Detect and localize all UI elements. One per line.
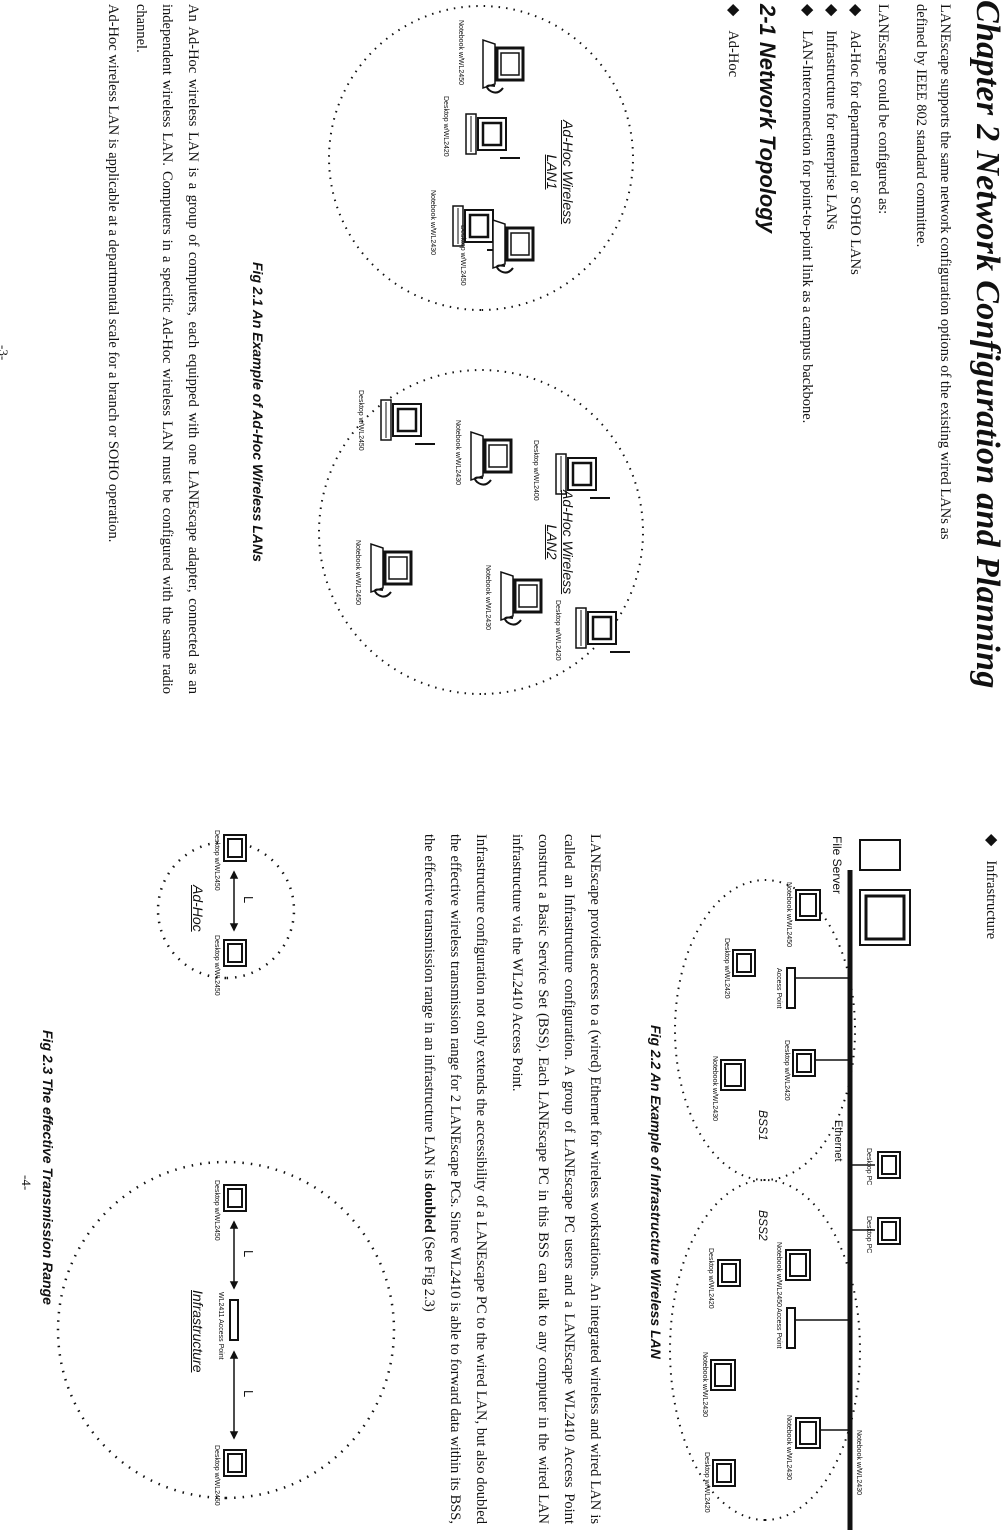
infra-paragraph-2: Infrastructure configuration not only ex… bbox=[416, 834, 494, 1524]
lan1-label: Desktop w/WL2450 bbox=[459, 225, 466, 286]
lan2-label: Notebook w/WL2430 bbox=[454, 420, 461, 485]
fig-2-3-graphic bbox=[96, 830, 366, 1530]
ethernet-label: Ethernet bbox=[832, 1120, 844, 1162]
fig2-label: Access Point bbox=[775, 1308, 782, 1348]
lan1-label: Notebook w/WL2450 bbox=[457, 20, 464, 85]
chapter-title: Chapter 2 Network Configuration and Plan… bbox=[968, 0, 1006, 689]
fig3-infrastructure-title: Infrastructure bbox=[190, 1290, 206, 1372]
fig-2-3-diagram: L L L Ad-Hoc Infrastructure Desktop w/WL… bbox=[96, 830, 366, 1530]
bss1-label: BSS1 bbox=[756, 1110, 770, 1141]
fig2-label: Notebook w/WL2450 bbox=[785, 882, 792, 947]
subsection-adhoc: ◆Ad-Hoc bbox=[724, 4, 744, 77]
fig3-label: Desktop w/WL2450 bbox=[213, 1180, 220, 1241]
file-server-label: File Server bbox=[830, 836, 844, 894]
lan1-label: Desktop w/WL2420 bbox=[442, 96, 449, 157]
page-4: ◆ Infrastructure bbox=[0, 830, 1006, 1530]
desktop-icon bbox=[466, 114, 520, 158]
fig-2-2-graphic bbox=[675, 830, 970, 1530]
range-marker: L bbox=[241, 1390, 256, 1397]
fig2-label: Notebook w/WL2450 bbox=[775, 1242, 782, 1307]
lan2-label: Desktop w/WL2450 bbox=[357, 390, 364, 451]
adhoc-paragraph: An Ad-Hoc wireless LAN is a group of com… bbox=[128, 4, 206, 694]
bss2-label: BSS2 bbox=[756, 1210, 770, 1241]
lan2-label: Desktop w/WL2420 bbox=[554, 600, 561, 661]
notebook-icon bbox=[471, 432, 511, 485]
desktop-icon bbox=[576, 608, 630, 652]
notebook-icon bbox=[493, 220, 533, 273]
file-server-icon bbox=[860, 840, 900, 870]
fig2-label: Desktop PC bbox=[865, 1216, 872, 1253]
fig3-adhoc-title: Ad-Hoc bbox=[190, 885, 206, 932]
config-item-infrastructure: ◆Infrastructure for enterprise LANs bbox=[822, 4, 842, 230]
notebook-icon bbox=[483, 40, 523, 93]
intro-line-1: LANEscape supports the same network conf… bbox=[932, 4, 958, 540]
fig2-label: Notebook w/WL2430 bbox=[855, 1430, 862, 1495]
range-marker: L bbox=[241, 1250, 256, 1257]
page-3: Chapter 2 Network Configuration and Plan… bbox=[0, 0, 1006, 700]
notebook-icon bbox=[501, 572, 541, 625]
lan2-label: Notebook w/WL2430 bbox=[484, 565, 491, 630]
range-marker: L bbox=[241, 896, 256, 903]
subsection-infrastructure: ◆Infrastructure bbox=[982, 834, 1002, 939]
section-heading: 2-1 Network Topology bbox=[754, 4, 780, 233]
lan2-label: Desktop w/WL2400 bbox=[532, 440, 539, 501]
page-number: -3- bbox=[0, 345, 11, 360]
fig2-label: Notebook w/WL2430 bbox=[711, 1056, 718, 1121]
config-lead: LANEscape could be configured as: bbox=[870, 4, 896, 214]
fig-2-3-caption: Fig 2.3 The effective Transmission Range bbox=[40, 1030, 56, 1305]
desktop-icon bbox=[381, 400, 435, 444]
config-item-adhoc: ◆Ad-Hoc for departmental or SOHO LANs bbox=[846, 4, 866, 275]
fig3-label: Desktop w/WL2450 bbox=[213, 935, 220, 996]
fig2-label: Desktop w/WL2420 bbox=[723, 938, 730, 999]
fig2-label: Access Point bbox=[775, 968, 782, 1008]
bullet-icon: ◆ bbox=[799, 4, 816, 16]
fig-2-1-graphic bbox=[271, 0, 711, 700]
lan2-label: Notebook w/WL2450 bbox=[354, 540, 361, 605]
bullet-icon: ◆ bbox=[823, 4, 840, 16]
bullet-icon: ◆ bbox=[847, 4, 864, 16]
fig2-label: Desktop w/WL2420 bbox=[703, 1452, 710, 1513]
page-number: -4- bbox=[18, 1175, 34, 1190]
fig-2-1-caption: Fig 2.1 An Example of Ad-Hoc Wireless LA… bbox=[250, 262, 266, 562]
fig3-label: WL2411 Access Point bbox=[217, 1292, 224, 1360]
config-item-interconnection: ◆LAN-Interconnection for point-to-point … bbox=[798, 4, 818, 423]
lan1-label: Notebook w/WL2430 bbox=[429, 190, 436, 255]
bullet-icon: ◆ bbox=[983, 834, 1000, 846]
fig2-label: Desktop w/WL2420 bbox=[707, 1248, 714, 1309]
adhoc-scale-text: Ad-Hoc wireless LAN is applicable at a d… bbox=[100, 4, 126, 542]
intro-line-2: defined by IEEE 802 standard committee. bbox=[908, 4, 934, 247]
fig2-label: Notebook w/WL2430 bbox=[785, 1415, 792, 1480]
notebook-icon bbox=[371, 544, 411, 597]
fig3-label: Desktop w/WL2450 bbox=[213, 830, 220, 891]
bullet-icon: ◆ bbox=[725, 4, 742, 16]
fig2-label: Desktop w/WL2420 bbox=[783, 1040, 790, 1101]
fig-2-2-caption: Fig 2.2 An Example of Infrastructure Wir… bbox=[648, 1025, 664, 1359]
fig-2-2-diagram: File Server Ethernet BSS1 BSS2 Notebook … bbox=[675, 830, 970, 1530]
fig2-label: Desktop PC bbox=[865, 1148, 872, 1185]
fig3-label: Desktop w/WL2450 bbox=[213, 1445, 220, 1506]
infra-paragraph-1: LANEscape provides access to a (wired) E… bbox=[504, 834, 608, 1524]
fig2-label: Notebook w/WL2430 bbox=[701, 1352, 708, 1417]
